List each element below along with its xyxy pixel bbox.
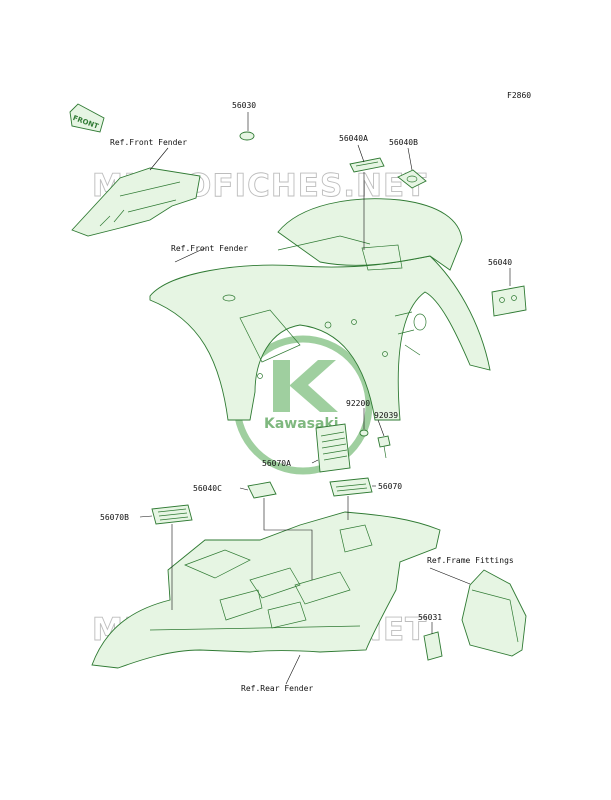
front-fender-part [149,198,491,421]
ref-frame-fittings: Ref.Frame Fittings [427,556,514,565]
part-56030-decal [239,131,255,141]
part-56070B-label [151,504,193,525]
diagram-code: F2860 [507,91,531,100]
front-arrow-icon: FRONT [69,103,105,133]
part-number-56040A: 56040A [339,134,368,143]
part-number-92200: 92200 [346,399,370,408]
part-56070A-label [315,423,351,473]
small-front-fender-part [71,167,201,237]
part-number-56031: 56031 [418,613,442,622]
part-number-92039: 92039 [374,411,398,420]
part-number-56070A: 56070A [262,459,291,468]
part-56070-label [329,477,373,497]
leader-lines [139,112,511,685]
ref-rear-fender: Ref.Rear Fender [241,684,313,693]
part-56040B-decal [397,169,427,189]
part-92200-washer [359,429,369,437]
part-number-56040: 56040 [488,258,512,267]
part-number-56070: 56070 [378,482,402,491]
rear-fender-part [91,511,441,669]
part-number-56040B: 56040B [389,138,418,147]
part-56040C-decal [247,481,277,499]
ref-front-fender-top: Ref.Front Fender [110,138,187,147]
part-number-56030: 56030 [232,101,256,110]
ref-front-fender-main: Ref.Front Fender [171,244,248,253]
frame-fittings-part [461,569,527,657]
part-number-56070B: 56070B [100,513,129,522]
part-56040-decal [491,285,527,317]
part-56040A-decal [349,157,385,173]
part-92039-clip [377,435,391,459]
part-56031-decal [423,631,443,661]
part-number-56040C: 56040C [193,484,222,493]
